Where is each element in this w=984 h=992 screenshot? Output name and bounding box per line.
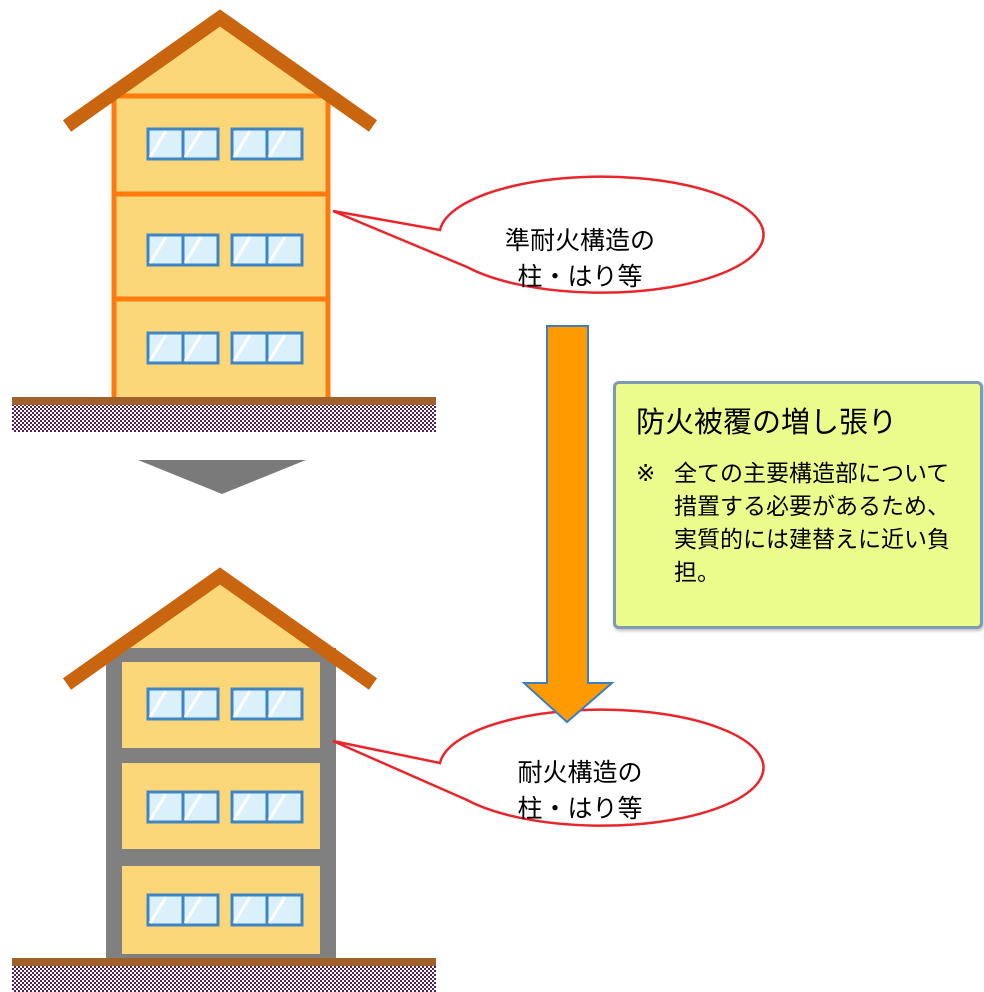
note-text: 全ての主要構造部について措置する必要があるため、実質的には建替えに近い負担。 [674,461,950,586]
structural-frame-before [111,93,331,400]
callout-label-after-line1: 耐火構造の [517,758,643,787]
window [230,127,304,161]
roof-before [62,9,378,132]
windows-after [146,687,304,927]
windows-before [146,127,304,365]
ground-after [12,958,436,992]
fireproof-covering-note: 防火被覆の増し張り ※ 全ての主要構造部について措置する必要があるため、実質的に… [613,381,983,629]
window [146,893,220,927]
upgrade-arrow [521,325,615,724]
gable-after [104,580,338,652]
callout-label-before: 準耐火構造の 柱・はり等 [430,223,730,295]
ground-before [12,397,436,432]
gable-before [104,20,338,97]
callout-label-before-line1: 準耐火構造の [504,226,655,255]
window [146,233,220,267]
callout-label-after-line2: 柱・はり等 [517,794,643,823]
window [146,687,220,721]
window [230,687,304,721]
window [146,127,220,161]
building-after [12,567,436,992]
window [230,233,304,267]
callout-label-after: 耐火構造の 柱・はり等 [430,755,730,827]
window [230,790,304,824]
building-before [12,9,436,432]
window [146,331,220,365]
note-title: 防火被覆の増し張り [636,405,898,439]
transition-marker [138,460,306,494]
note-body: ※ 全ての主要構造部について措置する必要があるため、実質的には建替えに近い負担。 [636,458,968,590]
callout-bubble-bottom [332,708,765,827]
callout-label-before-line2: 柱・はり等 [517,262,643,291]
window [230,893,304,927]
roof-after [62,567,378,690]
window [230,331,304,365]
callout-bubble-top [332,175,765,294]
window [146,790,220,824]
note-reference-mark: ※ [636,461,656,487]
